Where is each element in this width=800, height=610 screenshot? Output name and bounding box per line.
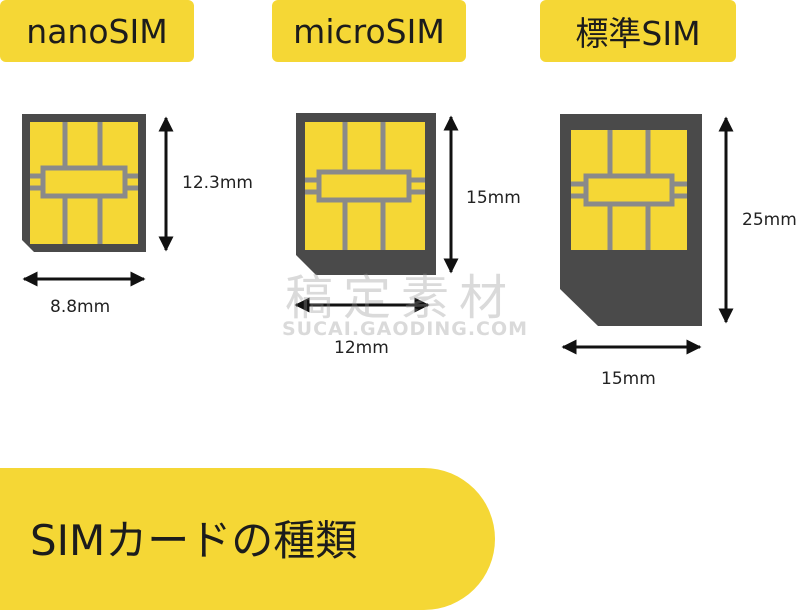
microsim-chip bbox=[305, 122, 425, 250]
standard-sim-card bbox=[560, 114, 702, 326]
standard-sim-chip bbox=[571, 130, 687, 250]
nanosim-label: nanoSIM bbox=[0, 0, 194, 62]
standard-sim-height-label: 25mm bbox=[742, 210, 797, 230]
microsim-width-label: 12mm bbox=[334, 338, 389, 358]
nanosim-chip bbox=[30, 122, 138, 244]
nanosim-width-label: 8.8mm bbox=[50, 297, 111, 317]
microsim-label: microSIM bbox=[272, 0, 466, 62]
nanosim-label-text: nanoSIM bbox=[26, 11, 168, 51]
standard-sim-label-text: 標準SIM bbox=[575, 14, 701, 53]
footer-banner bbox=[0, 468, 495, 610]
standard-sim-label: 標準SIM bbox=[540, 0, 736, 62]
microsim-card bbox=[296, 113, 436, 275]
nanosim-card bbox=[22, 114, 146, 252]
standard-sim-width-label: 15mm bbox=[601, 369, 656, 389]
footer-title: SIMカードの種類 bbox=[30, 516, 358, 565]
microsim-height-label: 15mm bbox=[466, 188, 521, 208]
nanosim-height-label: 12.3mm bbox=[182, 173, 253, 193]
microsim-label-text: microSIM bbox=[293, 11, 445, 51]
